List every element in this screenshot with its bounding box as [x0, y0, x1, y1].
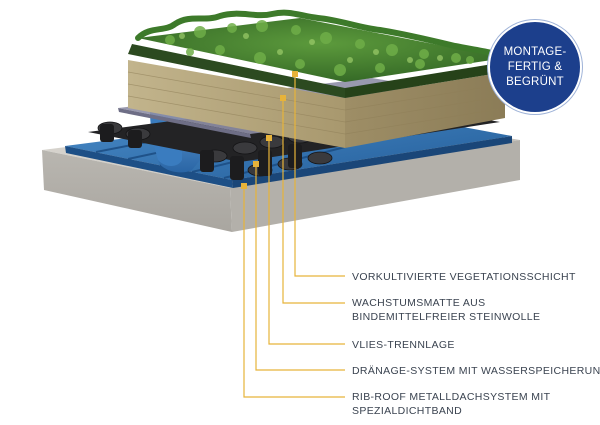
label-text: VORKULTIVIERTE VEGETATIONSSCHICHT	[352, 271, 576, 283]
badge-line-3: BEGRÜNT	[506, 75, 564, 88]
label-metal-roof-system: RIB-ROOF METALLDACHSYSTEM MIT SPEZIALDIC…	[352, 390, 550, 418]
label-text: BINDEMITTELFREIER STEINWOLLE	[352, 311, 541, 323]
leader-line-vegetation	[294, 74, 345, 277]
badge-line-1: MONTAGE-	[503, 45, 567, 58]
mounting-ready-badge: MONTAGE- FERTIG & BEGRÜNT	[488, 20, 582, 114]
label-fleece-layer: VLIES-TRENNLAGE	[352, 338, 455, 352]
label-stone-wool-mat: WACHSTUMSMATTE AUS BINDEMITTELFREIER STE…	[352, 296, 540, 324]
label-text: VLIES-TRENNLAGE	[352, 339, 455, 351]
label-text: SPEZIALDICHTBAND	[352, 405, 463, 417]
label-drainage-system: DRÄNAGE-SYSTEM MIT WASSERSPEICHERUNG	[352, 364, 600, 378]
stone-wool-mat	[127, 60, 506, 148]
leader-line-metal-roof	[243, 186, 345, 398]
badge-line-2: FERTIG &	[507, 60, 563, 73]
label-text: RIB-ROOF METALLDACHSYSTEM MIT	[352, 391, 551, 403]
leader-lines	[243, 74, 345, 398]
leader-line-fleece	[268, 138, 345, 345]
leader-line-stone-wool	[282, 98, 345, 304]
label-text: WACHSTUMSMATTE AUS	[352, 297, 486, 309]
vegetation-layer	[128, 9, 508, 98]
leader-dots	[241, 71, 298, 189]
label-vegetation-layer: VORKULTIVIERTE VEGETATIONSSCHICHT	[352, 270, 576, 284]
leader-line-drainage	[255, 164, 345, 371]
label-text: DRÄNAGE-SYSTEM MIT WASSERSPEICHERUNG	[352, 365, 600, 377]
